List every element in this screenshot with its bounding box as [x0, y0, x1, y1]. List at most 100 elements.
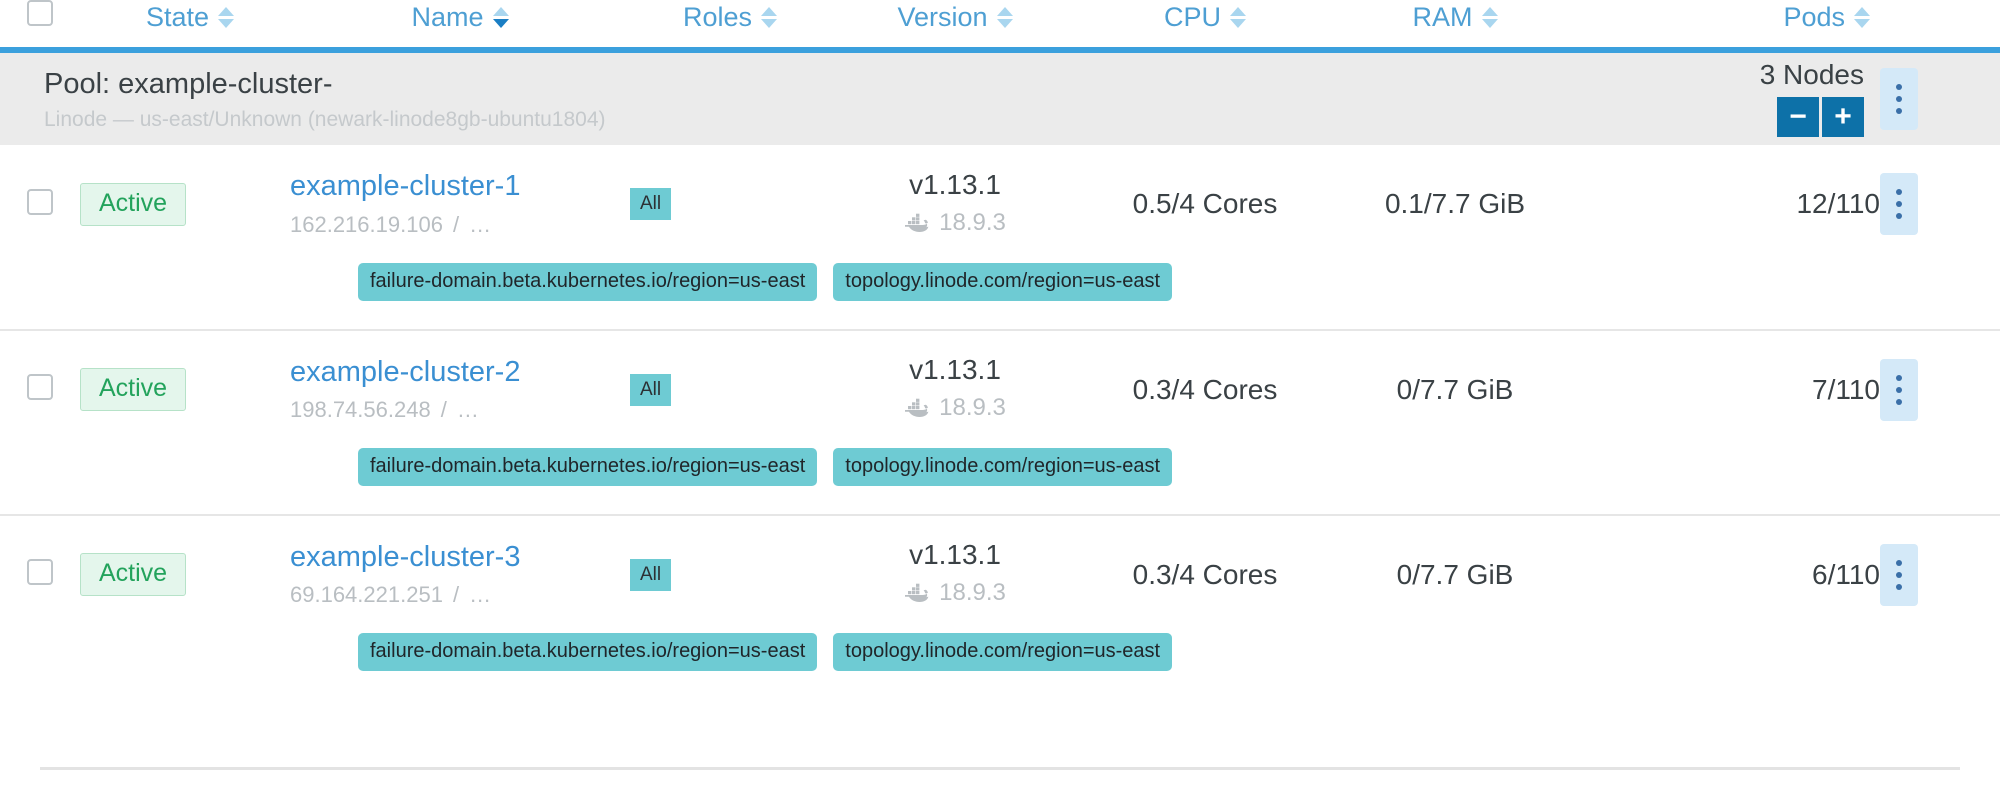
- column-header-roles[interactable]: Roles: [630, 0, 830, 53]
- node-state-cell: Active: [80, 515, 290, 633]
- chevron-down-icon: [492, 19, 509, 28]
- column-header-name-inner[interactable]: Name: [411, 4, 509, 31]
- pool-title: Pool: example-cluster-: [44, 67, 333, 100]
- node-docker-version: 18.9.3: [904, 579, 1006, 607]
- row-checkbox[interactable]: [27, 374, 53, 400]
- node-pods: 12/110: [1580, 145, 1880, 263]
- table-header: State Name: [0, 0, 2000, 53]
- column-header-roles-inner[interactable]: Roles: [682, 2, 778, 32]
- column-header-cpu[interactable]: CPU: [1080, 0, 1330, 53]
- column-header-pods-inner[interactable]: Pods: [1783, 4, 1870, 31]
- sort-arrows-icon[interactable]: [1230, 7, 1246, 28]
- column-header-roles-label: Roles: [682, 2, 753, 32]
- column-header-state-inner[interactable]: State: [136, 2, 235, 32]
- chevron-up-icon: [1230, 7, 1246, 16]
- label-chip[interactable]: topology.linode.com/region=us-east: [833, 263, 1173, 301]
- sort-arrows-icon[interactable]: [1481, 7, 1498, 28]
- chevron-up-icon: [1854, 7, 1870, 16]
- node-state-cell: Active: [80, 330, 290, 448]
- node-name-link[interactable]: example-cluster-2: [290, 355, 521, 388]
- chevron-up-icon: [218, 7, 235, 16]
- increment-node-button[interactable]: +: [1822, 97, 1864, 137]
- sort-arrows-icon[interactable]: [1854, 7, 1870, 28]
- node-name-cell: example-cluster-2 198.74.56.248/…: [290, 330, 630, 448]
- nodes-table: State Name: [0, 0, 2000, 671]
- column-header-state[interactable]: State: [80, 0, 290, 53]
- column-header-cpu-inner[interactable]: CPU: [1164, 4, 1246, 31]
- decrement-node-button[interactable]: −: [1777, 97, 1819, 137]
- node-version-cell: v1.13.1: [830, 515, 1080, 633]
- chevron-down-icon: [996, 19, 1013, 28]
- node-ip-more[interactable]: …: [469, 211, 492, 237]
- node-ram: 0/7.7 GiB: [1330, 330, 1580, 448]
- column-header-version-inner[interactable]: Version: [897, 2, 1013, 32]
- label-chip[interactable]: topology.linode.com/region=us-east: [833, 633, 1173, 671]
- docker-version-text: 18.9.3: [939, 208, 1006, 236]
- pool-info-cell: Pool: example-cluster- Linode — us-east/…: [0, 47, 1080, 145]
- pool-resize-controls: − +: [1777, 97, 1864, 137]
- sort-arrows-icon[interactable]: [761, 7, 778, 28]
- column-header-ram-inner[interactable]: RAM: [1413, 4, 1498, 31]
- label-chip[interactable]: topology.linode.com/region=us-east: [833, 448, 1173, 486]
- node-name-link[interactable]: example-cluster-1: [290, 170, 521, 203]
- sort-arrows-icon[interactable]: [218, 7, 235, 28]
- role-chip: All: [630, 373, 672, 406]
- label-chip[interactable]: failure-domain.beta.kubernetes.io/region…: [358, 633, 818, 671]
- sort-arrows-icon[interactable]: [492, 7, 509, 28]
- node-labels-cell: failure-domain.beta.kubernetes.io/region…: [0, 263, 2000, 331]
- node-k8s-version: v1.13.1: [909, 354, 1001, 385]
- kebab-menu-icon[interactable]: [1880, 358, 1918, 421]
- docker-version-text: 18.9.3: [939, 394, 1006, 421]
- kebab-menu-icon[interactable]: [1880, 173, 1918, 235]
- node-ip-more[interactable]: …: [469, 582, 492, 608]
- kebab-menu-icon[interactable]: [1880, 543, 1918, 606]
- row-checkbox[interactable]: [27, 559, 53, 585]
- node-name-cell: example-cluster-3 69.164.221.251 / …: [290, 515, 630, 633]
- node-docker-version: 18.9.3: [904, 209, 1006, 237]
- pool-header-row: Pool: example-cluster- Linode — us-east/…: [0, 47, 2000, 145]
- node-ip-address: 69.164.221.251: [290, 582, 443, 608]
- node-ip-more[interactable]: …: [456, 397, 479, 423]
- column-header-ram[interactable]: RAM: [1330, 0, 1580, 53]
- column-header-version-label: Version: [897, 2, 988, 32]
- column-header-ram-label: RAM: [1412, 2, 1473, 32]
- sort-arrows-icon[interactable]: [996, 7, 1013, 28]
- pool-controls-cell: 3 Nodes − +: [1080, 47, 1880, 145]
- chevron-down-icon: [1230, 19, 1246, 28]
- node-ip: 198.74.56.248/…: [290, 397, 630, 423]
- node-version-cell: v1.13.1: [830, 145, 1080, 263]
- column-header-name[interactable]: Name: [290, 0, 630, 53]
- node-ip-separator: /: [452, 582, 460, 608]
- label-chip[interactable]: failure-domain.beta.kubernetes.io/region…: [358, 448, 818, 486]
- select-all-checkbox[interactable]: [27, 0, 53, 26]
- node-pods: 6/110: [1580, 515, 1880, 633]
- chevron-up-icon: [996, 7, 1013, 16]
- row-select-cell: [0, 515, 80, 633]
- column-header-actions: [1880, 0, 2000, 53]
- table-row: Active example-cluster-1 162.216.19.106/…: [0, 145, 2000, 263]
- select-all-cell: [0, 0, 80, 53]
- chevron-down-icon: [1481, 19, 1498, 28]
- node-name-link[interactable]: example-cluster-3: [290, 540, 521, 573]
- node-cpu: 0.5/4 Cores: [1080, 145, 1330, 263]
- pool-subtitle: Linode — us-east/Unknown (newark-linode8…: [44, 108, 606, 132]
- chevron-up-icon: [761, 7, 778, 16]
- table-row: Active example-cluster-3 69.164.221.251 /…: [0, 515, 2000, 633]
- column-header-pods[interactable]: Pods: [1580, 0, 1880, 53]
- docker-icon: [904, 583, 930, 603]
- node-roles-cell: All: [630, 330, 830, 448]
- role-chip: All: [630, 558, 672, 591]
- node-ip-address: 198.74.56.248: [290, 397, 431, 423]
- node-cpu: 0.3/4 Cores: [1080, 330, 1330, 448]
- node-ip: 69.164.221.251 / …: [290, 582, 630, 608]
- column-header-version[interactable]: Version: [830, 0, 1080, 53]
- label-chip[interactable]: failure-domain.beta.kubernetes.io/region…: [358, 263, 818, 301]
- column-header-state-label: State: [145, 2, 210, 32]
- kebab-menu-icon[interactable]: [1880, 68, 1918, 130]
- row-checkbox[interactable]: [27, 188, 53, 215]
- chevron-up-icon: [1481, 7, 1498, 16]
- node-version-cell: v1.13.1: [830, 330, 1080, 448]
- role-chip: All: [630, 188, 672, 220]
- table-bottom-divider: [40, 767, 1960, 770]
- row-select-cell: [0, 145, 80, 263]
